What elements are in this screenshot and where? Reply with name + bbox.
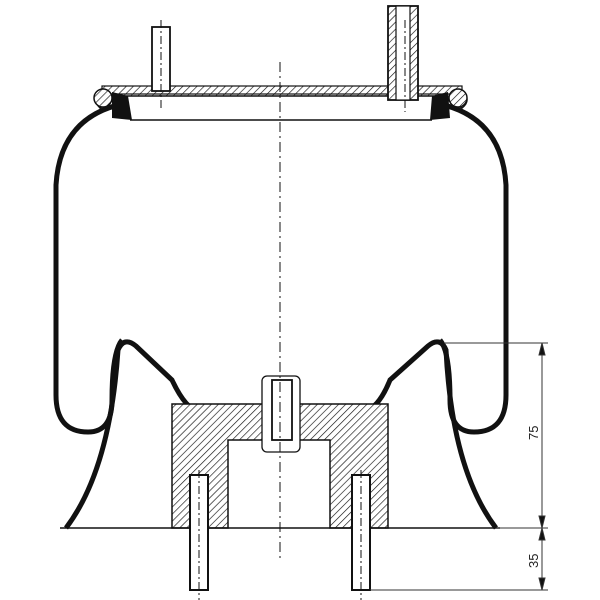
top-left-stud xyxy=(151,20,171,108)
rubber-bellows xyxy=(53,92,509,435)
dimension-lines xyxy=(370,342,548,591)
center-bolt xyxy=(261,375,301,453)
top-right-insert xyxy=(387,5,419,112)
dimension-75-label: 75 xyxy=(526,426,541,440)
dimension-35-label: 35 xyxy=(526,554,541,568)
bottom-studs xyxy=(189,470,371,600)
